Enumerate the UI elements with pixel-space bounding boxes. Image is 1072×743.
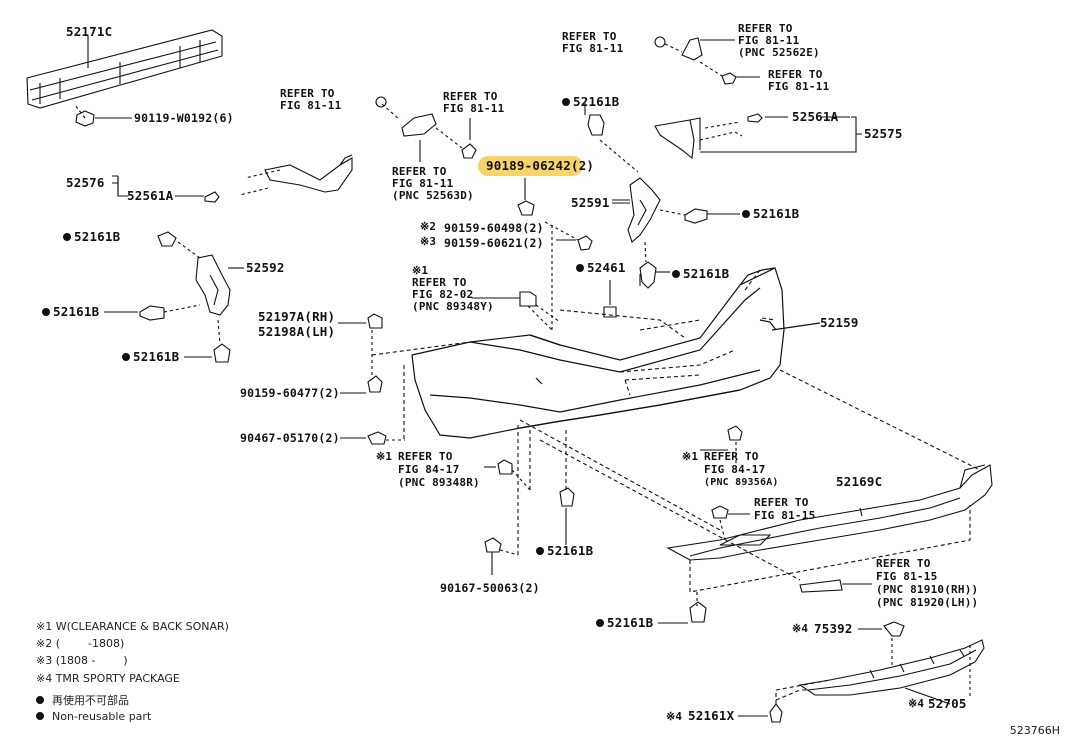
refer-label-k3: (PNC 81910(RH)) [876,583,979,596]
part-number-90119: 90119-W0192(6) [134,111,234,125]
refer-label-k1: REFER TO [876,557,931,570]
part-number-52161b-bottom-2: 52161B [596,616,653,629]
non-reusable-dot-icon [742,210,750,218]
non-reusable-dot-icon [536,547,544,555]
refer-label-g1: REFER TO [412,276,467,289]
non-reusable-dot-icon [42,308,50,316]
part-number-52161b-top: 52161B [562,95,619,108]
refer-label-h1: REFER TO [398,450,453,463]
part-number-52561a-left: 52561A [127,188,174,203]
bullet-dot-icon [36,712,44,720]
non-reusable-dot-icon [672,270,680,278]
marker-3: ※3 [420,235,437,248]
non-reusable-dot-icon [63,233,71,241]
diagram-code: 523766H [1009,724,1060,737]
part-number-52161b-left-2: 52161B [42,305,99,318]
refer-label-g2: FIG 82-02 [412,288,474,301]
highlighted-part-marker [478,156,583,176]
part-number-52161b-bottom-1: 52161B [536,544,593,557]
part-number-52591: 52591 [571,195,610,210]
refer-label-k2: FIG 81-15 [876,570,938,583]
refer-label-a2: FIG 81-11 [280,99,342,112]
legend-note-3: ※3 (1808 - ) [36,654,128,667]
refer-label-i2: FIG 84-17 [704,463,766,476]
refer-label-h3: (PNC 89348R) [398,476,480,489]
part-number-52161b-right: 52161B [742,207,799,220]
reinforcement-bar-drawing [26,29,223,109]
refer-label-a1: REFER TO [280,87,335,100]
lower-cover-drawing [666,464,993,561]
part-number-90467: 90467-05170(2) [240,431,340,445]
part-number-90159-60498: 90159-60498(2) [444,221,544,235]
legend-note-nonreusable-jp: 再使用不可部品 [36,692,129,708]
bullet-dot-icon [36,696,44,704]
legend-note-nonreusable-en: Non-reusable part [36,710,151,723]
part-number-75392: 75392 [814,621,853,636]
part-number-52161b-center: 52161B [672,267,729,280]
refer-label-f2: FIG 81-11 [768,80,830,93]
refer-label-b2: FIG 81-11 [443,102,505,115]
legend-note-4: ※4 TMR SPORTY PACKAGE [36,672,180,685]
refer-label-h2: FIG 84-17 [398,463,460,476]
refer-label-g3: (PNC 89348Y) [412,300,494,313]
part-number-52576: 52576 [66,175,105,190]
refer-label-i3: (PNC 89356A) [704,477,779,488]
refer-label-j1: REFER TO [754,496,809,509]
marker-4c: ※4 [666,710,683,723]
refer-label-d2: FIG 81-11 [562,42,624,55]
refer-label-g0: ※1 [412,264,429,277]
part-number-52161b-left-1: 52161B [63,230,120,243]
marker-4a: ※4 [792,622,809,635]
sporty-diffuser-drawing [798,639,985,696]
part-number-52575: 52575 [864,126,903,141]
part-number-90189-highlighted: 90189-06242(2) [486,158,595,173]
refer-label-c2: FIG 81-11 [392,177,454,190]
refer-label-c3: (PNC 52563D) [392,189,474,202]
part-number-52197a: 52197A(RH) [258,309,336,324]
part-number-90159-60621: 90159-60621(2) [444,236,544,250]
refer-label-d1: REFER TO [562,30,617,43]
part-number-52171c: 52171C [66,24,113,39]
part-number-52705: 52705 [928,696,967,711]
part-number-52161b-left-3: 52161B [122,350,179,363]
part-number-52592: 52592 [246,260,285,275]
refer-label-c1: REFER TO [392,165,447,178]
part-number-90167: 90167-50063(2) [440,581,540,595]
part-number-52461: 52461 [576,261,626,274]
refer-label-e3: (PNC 52562E) [738,46,820,59]
part-number-52161x: 52161X [688,708,735,723]
side-bracket-left-drawing [239,154,353,196]
non-reusable-dot-icon [576,264,584,272]
refer-label-h0: ※1 [376,450,393,463]
refer-label-e2: FIG 81-11 [738,34,800,47]
refer-label-i1: REFER TO [704,450,759,463]
non-reusable-dot-icon [562,98,570,106]
legend-note-1: ※1 W(CLEARANCE & BACK SONAR) [36,620,229,633]
marker-4b: ※4 [908,697,925,710]
legend-note-2: ※2 ( -1808) [36,637,125,650]
part-number-90159-60477: 90159-60477(2) [240,386,340,400]
part-number-52198a: 52198A(LH) [258,324,336,339]
marker-2: ※2 [420,220,437,233]
non-reusable-dot-icon [122,353,130,361]
refer-label-j2: FIG 81-15 [754,509,816,522]
refer-label-i0: ※1 [682,450,699,463]
part-number-52169c: 52169C [836,474,883,489]
refer-label-k4: (PNC 81920(LH)) [876,596,979,609]
part-number-52159: 52159 [820,315,859,330]
refer-label-f1: REFER TO [768,68,823,81]
refer-label-b1: REFER TO [443,90,498,103]
non-reusable-dot-icon [596,619,604,627]
part-number-52561a-right: 52561A [792,109,839,124]
refer-label-e1: REFER TO [738,22,793,35]
